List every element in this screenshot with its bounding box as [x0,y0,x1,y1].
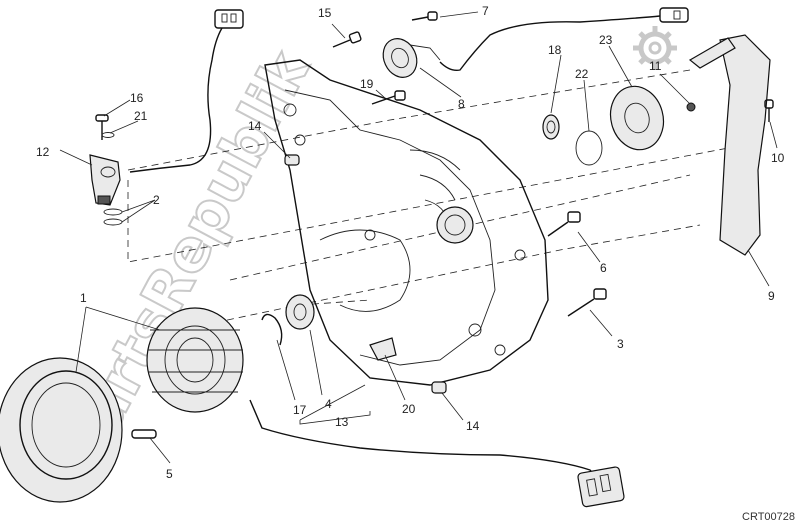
rotor [0,357,123,503]
callout-1: 1 [80,291,87,305]
callout-20: 20 [402,402,416,416]
sensor-wire [129,9,244,173]
bearing [261,294,315,346]
callout-12: 12 [36,145,50,159]
sensor-plate [382,38,441,78]
callout-4: 4 [325,397,332,411]
stud [131,429,157,439]
callout-5: 5 [166,467,173,481]
generator-cover [264,59,549,386]
dowel-pin [284,154,300,166]
callout-18: 18 [548,43,562,57]
callout-13-bracket [299,411,371,425]
leader-lines [59,11,778,464]
callout-3: 3 [617,337,624,351]
bolt [764,99,774,122]
diagram-code: CRT00728 [742,511,795,523]
callout-labels: 1 2 3 4 5 6 7 8 9 10 11 12 13 14 14 15 1… [36,4,785,481]
stator [146,307,244,413]
callout-9: 9 [768,289,775,303]
callout-8: 8 [458,97,465,111]
callout-2: 2 [153,193,160,207]
callout-11: 11 [649,59,662,73]
callout-15: 15 [318,6,332,20]
cover-bolts [332,11,438,105]
callout-14-upper: 14 [248,119,262,133]
callout-21: 21 [134,109,148,123]
callout-14-lower: 14 [466,419,480,433]
sensor-bolt [95,114,123,226]
callout-23: 23 [599,33,613,47]
bracket [688,34,771,256]
stator-wire-harness [249,399,625,508]
gasket [369,337,447,394]
long-bolts [547,211,607,317]
callout-17: 17 [293,403,307,417]
callout-16: 16 [130,91,144,105]
callout-6: 6 [600,261,607,275]
callout-19: 19 [360,77,374,91]
callout-10: 10 [771,151,785,165]
seal-ring [542,85,696,166]
callout-13: 13 [335,415,349,429]
callout-7: 7 [482,4,489,18]
right-connector-wire [439,7,689,72]
callout-22: 22 [575,67,589,81]
pickup-sensor [89,154,121,206]
gear-logo-icon [633,26,677,70]
